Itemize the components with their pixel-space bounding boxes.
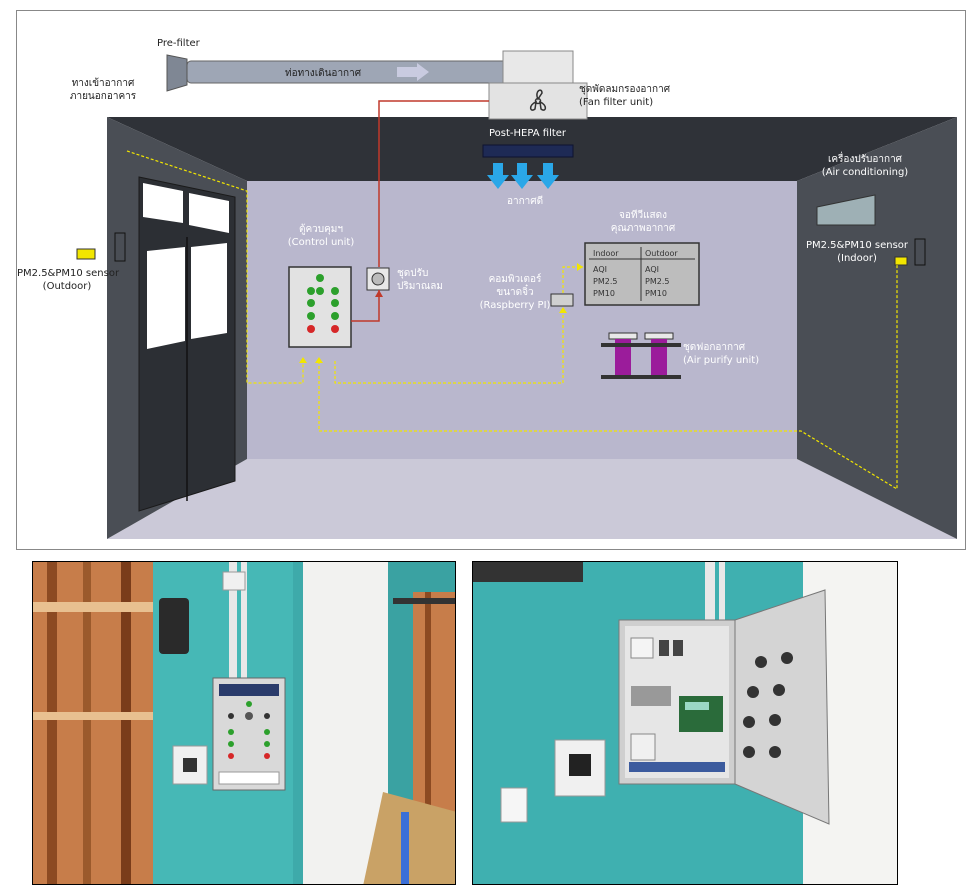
outdoor-sensor-mount	[114, 232, 126, 262]
clean-air-arrows	[487, 163, 559, 189]
photo-left-svg	[33, 562, 455, 884]
control-box-closed-photo	[32, 561, 456, 885]
post-hepa-label: Post-HEPA filter	[489, 128, 567, 139]
control-box-open-photo	[472, 561, 898, 885]
door-window-top-left	[143, 183, 183, 223]
display-cell: PM2.5	[593, 277, 618, 286]
clean-air-label: อากาศดี	[507, 196, 544, 207]
fan-filter-label: ชุดพัดลมกรองอากาศ (Fan filter unit)	[579, 84, 671, 108]
cabinet-door-open	[734, 589, 830, 825]
fan-filter-unit	[488, 82, 588, 120]
door-window-right	[191, 243, 227, 339]
outdoor-sensor	[76, 248, 96, 260]
outdoor-sensor-label: PM2.5&PM10 sensor (Outdoor)	[17, 268, 120, 292]
display-cell: PM10	[645, 289, 667, 298]
power-line	[351, 290, 380, 322]
duct-label: ท่อทางเดินอากาศ	[285, 68, 362, 79]
fan-box-top	[502, 50, 574, 86]
display-cell: PM2.5	[645, 277, 670, 286]
post-hepa-filter	[482, 144, 574, 158]
aqi-display	[584, 242, 700, 306]
display-cell: AQI	[645, 265, 659, 274]
door-window-left	[147, 247, 185, 349]
fan-icon	[529, 89, 547, 111]
floor	[107, 459, 957, 539]
room-diagram: ทางเข้าอากาศ ภายนอกอาคาร Pre-filter ท่อท…	[16, 10, 966, 550]
display-title: จอทีวีแสดง คุณภาพอากาศ	[610, 210, 676, 234]
air-conditioner-label: เครื่องปรับอากาศ (Air conditioning)	[821, 154, 909, 178]
display-header-outdoor: Outdoor	[645, 249, 678, 258]
air-purify-label: ชุดฟอกอากาศ (Air purify unit)	[683, 342, 760, 366]
display-cell: AQI	[593, 265, 607, 274]
control-panel-closed	[212, 677, 286, 791]
raspberry-pi-label: คอมพิวเตอร์ ขนาดจิ๋ว (Raspberry PI)	[479, 274, 551, 311]
intake-hood	[166, 54, 188, 92]
raspberry-pi	[550, 293, 574, 307]
room-diagram-svg	[76, 50, 957, 539]
indoor-sensor	[894, 256, 908, 266]
airflow-adjust-label: ชุดปรับ ปริมาณลม	[397, 268, 443, 292]
wall-outlet	[500, 787, 528, 823]
duct-arrow	[397, 63, 429, 81]
display-header-indoor: Indoor	[593, 249, 619, 258]
broom	[363, 792, 455, 884]
control-unit-label: ตู้ควบคุมฯ (Control unit)	[287, 224, 355, 248]
control-unit-lamps	[307, 274, 339, 333]
controller-board	[679, 696, 723, 732]
air-purify-unit	[601, 332, 681, 379]
speaker	[159, 598, 189, 654]
display-cell: PM10	[593, 289, 615, 298]
indoor-sensor-mount	[914, 238, 926, 266]
photo-right-svg	[473, 562, 897, 884]
intake-label: ทางเข้าอากาศ ภายนอกอาคาร	[69, 78, 137, 102]
door-window-top-right	[189, 193, 229, 233]
air-conditioner	[816, 194, 876, 226]
indoor-sensor-label: PM2.5&PM10 sensor (Indoor)	[805, 240, 909, 264]
prefilter-label: Pre-filter	[157, 38, 200, 49]
